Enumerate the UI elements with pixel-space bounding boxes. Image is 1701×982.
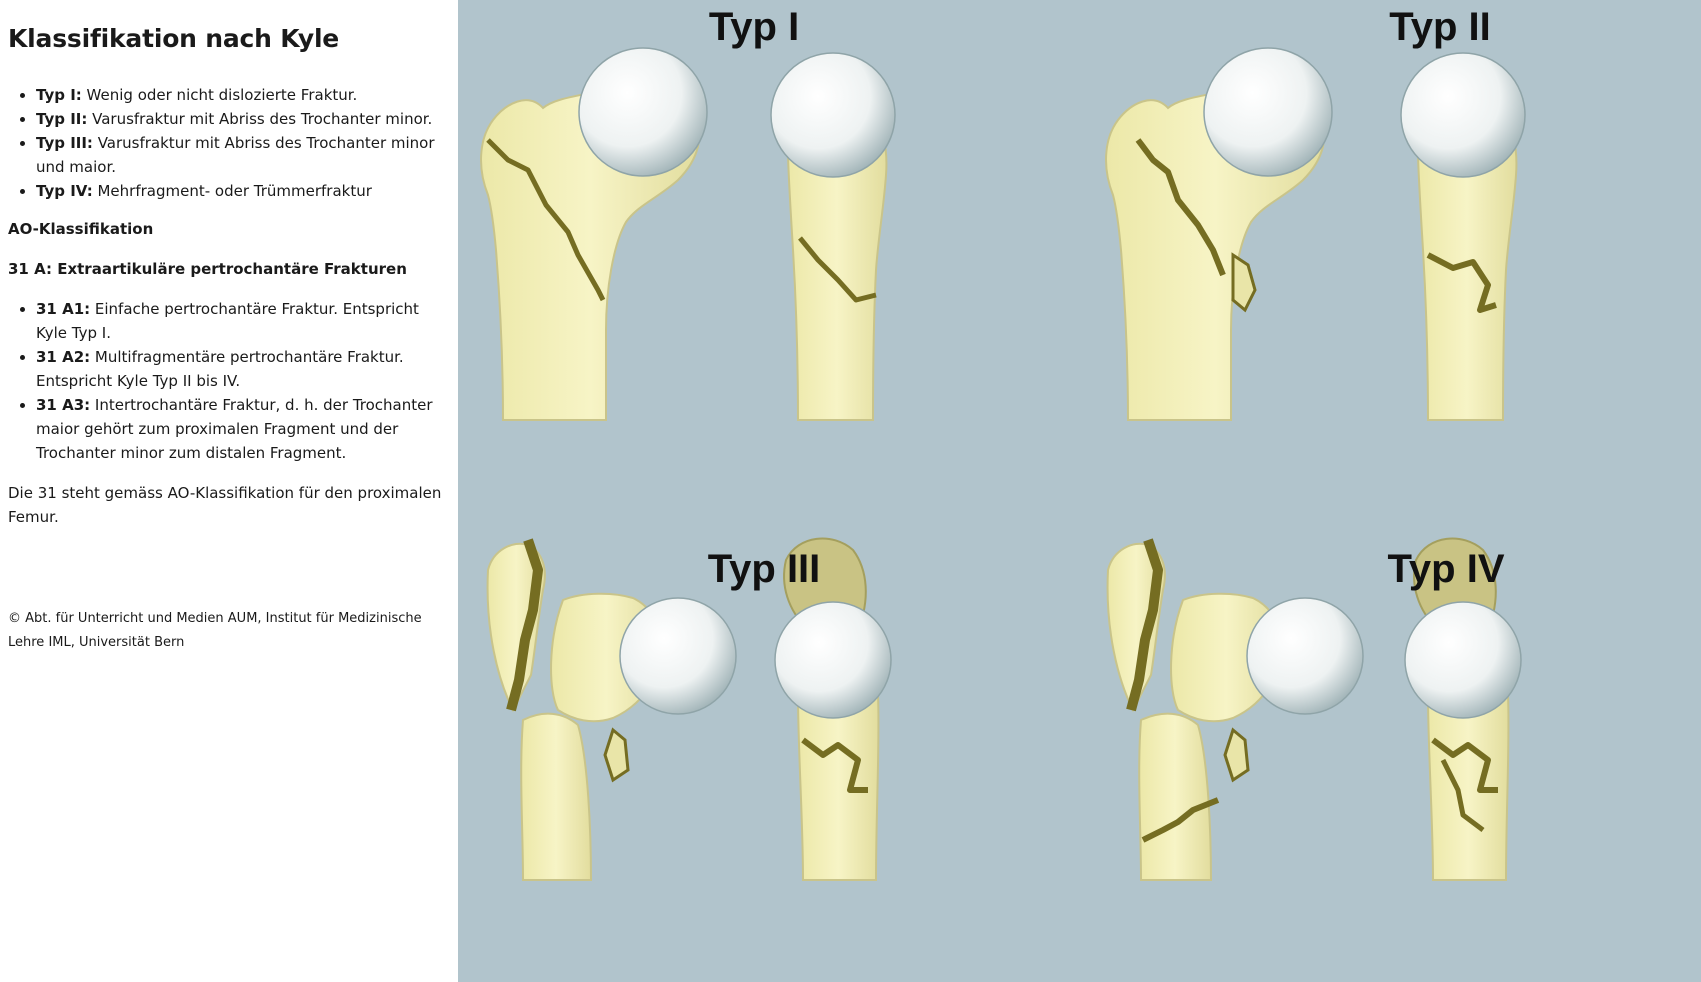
list-item-term: Typ II: xyxy=(36,110,88,128)
femur-side-view xyxy=(1404,537,1522,881)
list-item-term: Typ I: xyxy=(36,86,82,104)
ao-type-list: 31 A1: Einfache pertrochantäre Fraktur. … xyxy=(8,297,450,465)
list-item: 31 A1: Einfache pertrochantäre Fraktur. … xyxy=(36,297,450,345)
femur-figure-svg: Typ I Typ II xyxy=(480,5,1526,881)
list-item: 31 A3: Intertrochantäre Fraktur, d. h. d… xyxy=(36,393,450,465)
list-item: Typ I: Wenig oder nicht dislozierte Frak… xyxy=(36,83,450,107)
list-item: 31 A2: Multifragmentäre pertrochantäre F… xyxy=(36,345,450,393)
list-item: Typ II: Varusfraktur mit Abriss des Troc… xyxy=(36,107,450,131)
femur-front-view xyxy=(1106,538,1364,881)
ao-subheading: 31 A: Extraartikuläre pertrochantäre Fra… xyxy=(8,260,407,278)
list-item-text: Varusfraktur mit Abriss des Trochanter m… xyxy=(87,110,433,128)
panel-label: Typ III xyxy=(708,547,821,591)
list-item-term: 31 A2: xyxy=(36,348,91,366)
list-item-text: Intertrochantäre Fraktur, d. h. der Troc… xyxy=(36,396,433,462)
ao-heading: AO-Klassifikation xyxy=(8,220,154,238)
kyle-type-list: Typ I: Wenig oder nicht dislozierte Frak… xyxy=(8,83,450,203)
panel-typ-3: Typ III xyxy=(486,537,892,881)
femur-side-view xyxy=(1400,52,1526,421)
list-item-text: Multifragmentäre pertrochantäre Fraktur.… xyxy=(36,348,404,390)
femur-front-view xyxy=(1105,47,1333,421)
femur-side-view xyxy=(774,537,892,881)
list-item-term: 31 A3: xyxy=(36,396,91,414)
panel-typ-2: Typ II xyxy=(1105,5,1526,421)
text-sidebar: Klassifikation nach Kyle Typ I: Wenig od… xyxy=(0,0,458,982)
page-title: Klassifikation nach Kyle xyxy=(8,24,340,53)
list-item-text: Mehrfragment- oder Trümmerfraktur xyxy=(92,182,372,200)
panel-typ-1: Typ I xyxy=(480,5,896,421)
fracture-illustration: Typ I Typ II xyxy=(458,0,1701,982)
list-item-term: Typ III: xyxy=(36,134,93,152)
list-item-term: Typ IV: xyxy=(36,182,93,200)
list-item: Typ IV: Mehrfragment- oder Trümmerfraktu… xyxy=(36,179,450,203)
panel-label: Typ II xyxy=(1389,5,1490,49)
list-item-term: 31 A1: xyxy=(36,300,91,318)
femur-front-view xyxy=(480,47,708,421)
femur-side-view xyxy=(770,52,896,421)
list-item-text: Varusfraktur mit Abriss des Trochanter m… xyxy=(36,134,435,176)
femur-front-view xyxy=(486,538,737,881)
copyright-credit: © Abt. für Unterricht und Medien AUM, In… xyxy=(8,611,422,650)
list-item-text: Wenig oder nicht dislozierte Fraktur. xyxy=(81,86,358,104)
panel-typ-4: Typ IV xyxy=(1106,537,1522,881)
list-item-text: Einfache pertrochantäre Fraktur. Entspri… xyxy=(36,300,419,342)
list-item: Typ III: Varusfraktur mit Abriss des Tro… xyxy=(36,131,450,179)
note-text: Die 31 steht gemäss AO-Klassifikation fü… xyxy=(8,484,442,526)
panel-label: Typ I xyxy=(709,5,799,49)
panel-label: Typ IV xyxy=(1387,547,1504,591)
